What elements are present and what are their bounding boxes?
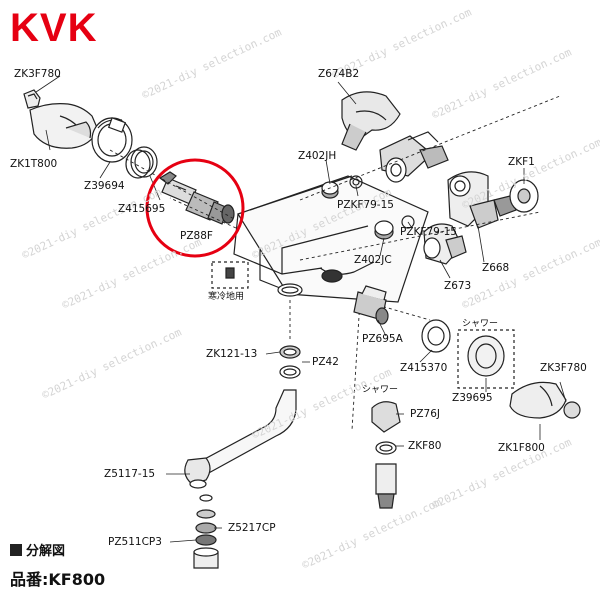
ring-z415370-icon bbox=[421, 319, 451, 353]
nut-ring-icon bbox=[125, 146, 158, 179]
label-z39695: Z39695 bbox=[452, 392, 493, 404]
label-pz88f: PZ88F bbox=[180, 230, 213, 242]
label-pz42: PZ42 bbox=[312, 356, 339, 368]
label-pz76j: PZ76J bbox=[410, 408, 440, 420]
label-zk1t800: ZK1T800 bbox=[10, 158, 58, 170]
label-z39694: Z39694 bbox=[84, 180, 125, 192]
highlight-circle bbox=[145, 158, 245, 258]
flange-zkf1-icon bbox=[509, 179, 539, 213]
handle-ring-icon bbox=[91, 117, 133, 163]
label-z5217cp: Z5217CP bbox=[228, 522, 276, 534]
footer-title-text: 分解図 bbox=[26, 544, 66, 559]
square-bullet-icon bbox=[10, 544, 22, 556]
label-kanreichi: 寒冷地用 bbox=[208, 292, 245, 302]
label-zk3f780-left: ZK3F780 bbox=[14, 68, 61, 80]
label-zkf80: ZKF80 bbox=[408, 440, 442, 452]
shower-elbow-pz76j-icon bbox=[371, 401, 401, 509]
label-pzkf79-15-b: PZKF79-15 bbox=[400, 226, 457, 238]
label-z415695: Z415695 bbox=[118, 203, 166, 215]
upper-fitting-icon bbox=[379, 131, 449, 183]
oring-zk121-icon bbox=[277, 283, 303, 379]
label-z673: Z673 bbox=[444, 280, 472, 292]
brand-logo: KVK bbox=[10, 6, 98, 50]
left-handle-icon bbox=[29, 103, 99, 149]
label-shower-top: シャワー bbox=[462, 319, 499, 329]
label-pz511cp3: PZ511CP3 bbox=[108, 536, 162, 548]
right-handle-icon bbox=[509, 381, 567, 419]
label-z674b2: Z674B2 bbox=[318, 68, 360, 80]
cartridge-pz88f-icon bbox=[158, 171, 235, 225]
stopper-icon bbox=[211, 261, 249, 289]
left-handle-cap-icon bbox=[23, 89, 41, 109]
label-z402jh: Z402JH bbox=[298, 150, 337, 162]
elbow-z673-icon bbox=[423, 223, 467, 265]
footer-model: 品番:KF800 bbox=[10, 570, 106, 589]
lever-z674b2-icon bbox=[341, 91, 401, 151]
label-zk3f780-right: ZK3F780 bbox=[540, 362, 587, 374]
label-zk1f800: ZK1F800 bbox=[498, 442, 545, 454]
spout-z5117-icon bbox=[184, 389, 297, 489]
label-zk121-13: ZK121-13 bbox=[206, 348, 258, 360]
label-z415370: Z415370 bbox=[400, 362, 448, 374]
label-z402jc: Z402JC bbox=[354, 254, 392, 266]
right-handle-cap-icon bbox=[563, 401, 581, 419]
cartridge-pz695a-icon bbox=[353, 285, 389, 325]
aerator-set-icon bbox=[193, 494, 219, 569]
footer-title: 分解図 bbox=[10, 540, 65, 559]
label-z5117-15: Z5117-15 bbox=[104, 468, 156, 480]
label-z668: Z668 bbox=[482, 262, 510, 274]
label-pz695a: PZ695A bbox=[362, 333, 403, 345]
label-zkf1: ZKF1 bbox=[508, 156, 535, 168]
faucet-body-icon bbox=[233, 175, 429, 303]
label-shower-mid: シャワー bbox=[362, 385, 399, 395]
label-pzkf79-15-a: PZKF79-15 bbox=[337, 199, 394, 211]
shower-handle-z39695-icon bbox=[457, 329, 515, 389]
